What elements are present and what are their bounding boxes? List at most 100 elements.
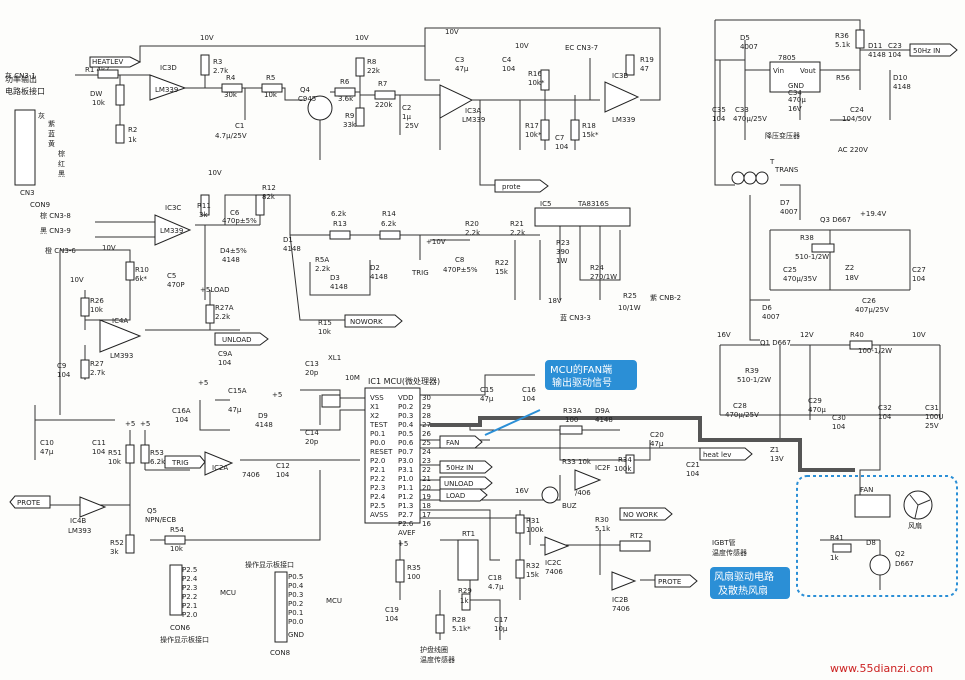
d1-value: 4148: [283, 245, 301, 253]
pin-num-30: 30: [422, 394, 431, 402]
v16-label: 16V: [515, 487, 529, 495]
c16a-value: 104: [175, 416, 189, 424]
c10-value: 47μ: [40, 448, 54, 456]
r52-label: R52: [110, 539, 124, 547]
c33-value: 470μ/25V: [733, 115, 767, 123]
r54-value: 10k: [170, 545, 184, 553]
c27-value: 104: [912, 275, 926, 283]
c18-label: C18: [488, 574, 502, 582]
c7-label: C7: [555, 134, 564, 142]
z1-label: Z1: [770, 446, 779, 454]
ec-cn3-7: EC CN3-7: [565, 44, 598, 52]
mcu-periphery: C15 47μ C16 104 R33A 100 D9A 4148 R33 10…: [480, 386, 753, 613]
ic3a-part: LM339: [462, 116, 485, 124]
r9-value: 33k: [343, 121, 357, 129]
pin-p12: P1.2: [398, 493, 413, 501]
r53-label: R53: [150, 449, 164, 457]
callout-2-line-2: 及散热风扇: [718, 584, 768, 597]
r26-value: 10k: [90, 306, 104, 314]
c12-value: 104: [276, 471, 290, 479]
ic3a-ic3b-block: IC3A LM339 10V C3 47μ C4 104 10V R16 10k…: [439, 28, 654, 193]
v10p-label: +10V: [426, 238, 446, 246]
c20-label: C20: [650, 431, 664, 439]
r19-value: 47: [640, 65, 649, 73]
ic3a-label: IC3A: [465, 107, 481, 115]
cn3-8-label: 棕 CN3-8: [40, 211, 71, 220]
c14-label: C14: [305, 429, 319, 437]
r13-value: 6.2k: [331, 210, 347, 218]
plus5-e: +5: [398, 540, 408, 548]
pin-p04: P0.4: [398, 421, 414, 429]
r39-label: R39: [745, 367, 759, 375]
con8-p05: P0.5: [288, 573, 303, 581]
v12-label: 12V: [800, 331, 814, 339]
con8-name: CON8: [270, 649, 290, 657]
r5-label: R5: [266, 74, 275, 82]
c2-label: C2: [402, 104, 411, 112]
d9a-label: D9A: [595, 407, 610, 415]
ic3b-part: LM339: [612, 116, 635, 124]
u7805-label: 7805: [778, 54, 796, 62]
q4-value: C945: [298, 95, 316, 103]
r10-value: 6k*: [135, 275, 148, 283]
r53-value: 6.2k: [150, 458, 166, 466]
r28-value: 5.1k*: [452, 625, 471, 633]
q5-value: NPN/ECB: [145, 516, 176, 524]
pin-num-19: 19: [422, 493, 431, 501]
pin-p31: P3.1: [398, 466, 413, 474]
d2-value: 4148: [370, 273, 388, 281]
r35-value: 100: [407, 573, 420, 581]
pin-num-24: 24: [422, 448, 431, 456]
pin-vss: VSS: [370, 394, 384, 402]
r23-value: 390: [556, 248, 569, 256]
con8-title: 操作显示板接口: [245, 560, 294, 569]
r33a-label: R33A: [563, 407, 582, 415]
ic4a-block: +5LOAD R27A 2.2k UNLOAD C9A 104 10V R10 …: [40, 244, 269, 456]
con6-title: 操作显示板接口: [160, 635, 209, 644]
r17-value: 10k*: [525, 131, 542, 139]
r20-label: R20: [465, 220, 479, 228]
power-supply: D5 4007 7805 Vin Vout GND C35 104 C33 47…: [712, 29, 958, 463]
r31-label: R31: [526, 517, 540, 525]
c3-value: 47μ: [455, 65, 469, 73]
c21-label: C21: [686, 461, 700, 469]
ic4a-label: IC4A: [112, 317, 128, 325]
r16-value: 10k*: [528, 79, 545, 87]
r14-label: R14: [382, 210, 396, 218]
v10-d: 10V: [515, 42, 529, 50]
pin-num-29: 29: [422, 403, 431, 411]
q5-label: Q5: [147, 507, 157, 515]
c34-label: C34: [788, 89, 802, 97]
c9a-label: C9A: [218, 350, 232, 358]
c29-value: 470μ: [808, 406, 826, 414]
rt1-label: RT1: [462, 530, 475, 538]
d6-label: D6: [762, 304, 772, 312]
callout-1-line-2: 输出驱动信号: [552, 376, 612, 389]
r14-value: 6.2k: [381, 220, 397, 228]
c15a-value: 47μ: [228, 406, 242, 414]
r11-value: 3k: [199, 211, 208, 219]
ic2f-part: /406: [575, 489, 591, 497]
c2-volt: 25V: [405, 122, 419, 130]
con8-p00: P0.0: [288, 618, 303, 626]
c25-label: C25: [783, 266, 797, 274]
d9-value: 4148: [255, 421, 273, 429]
r15-value: 10k: [318, 328, 332, 336]
pin-p00: P0.0: [370, 439, 385, 447]
pin-num-27: 27: [422, 421, 431, 429]
pin-p07: P0.7: [398, 448, 413, 456]
r3-label: R3: [213, 58, 222, 66]
c32-label: C32: [878, 404, 892, 412]
cn3-pin-yellow: 黄: [48, 139, 55, 148]
cn3-pin-gray: 灰: [38, 111, 45, 120]
cn3-3-label: 蓝 CN3-3: [560, 313, 591, 322]
callout-2-line-1: 风扇驱动电路: [714, 570, 774, 583]
c24-value: 104/50V: [842, 115, 872, 123]
r3-value: 2.7k: [213, 67, 229, 75]
prote-right-tag: PROTE: [658, 578, 681, 586]
v194-label: +19.4V: [860, 210, 886, 218]
r27a-value: 2.2k: [215, 313, 231, 321]
r33-label: R33 10k: [562, 458, 592, 466]
r8-label: R8: [367, 58, 376, 66]
